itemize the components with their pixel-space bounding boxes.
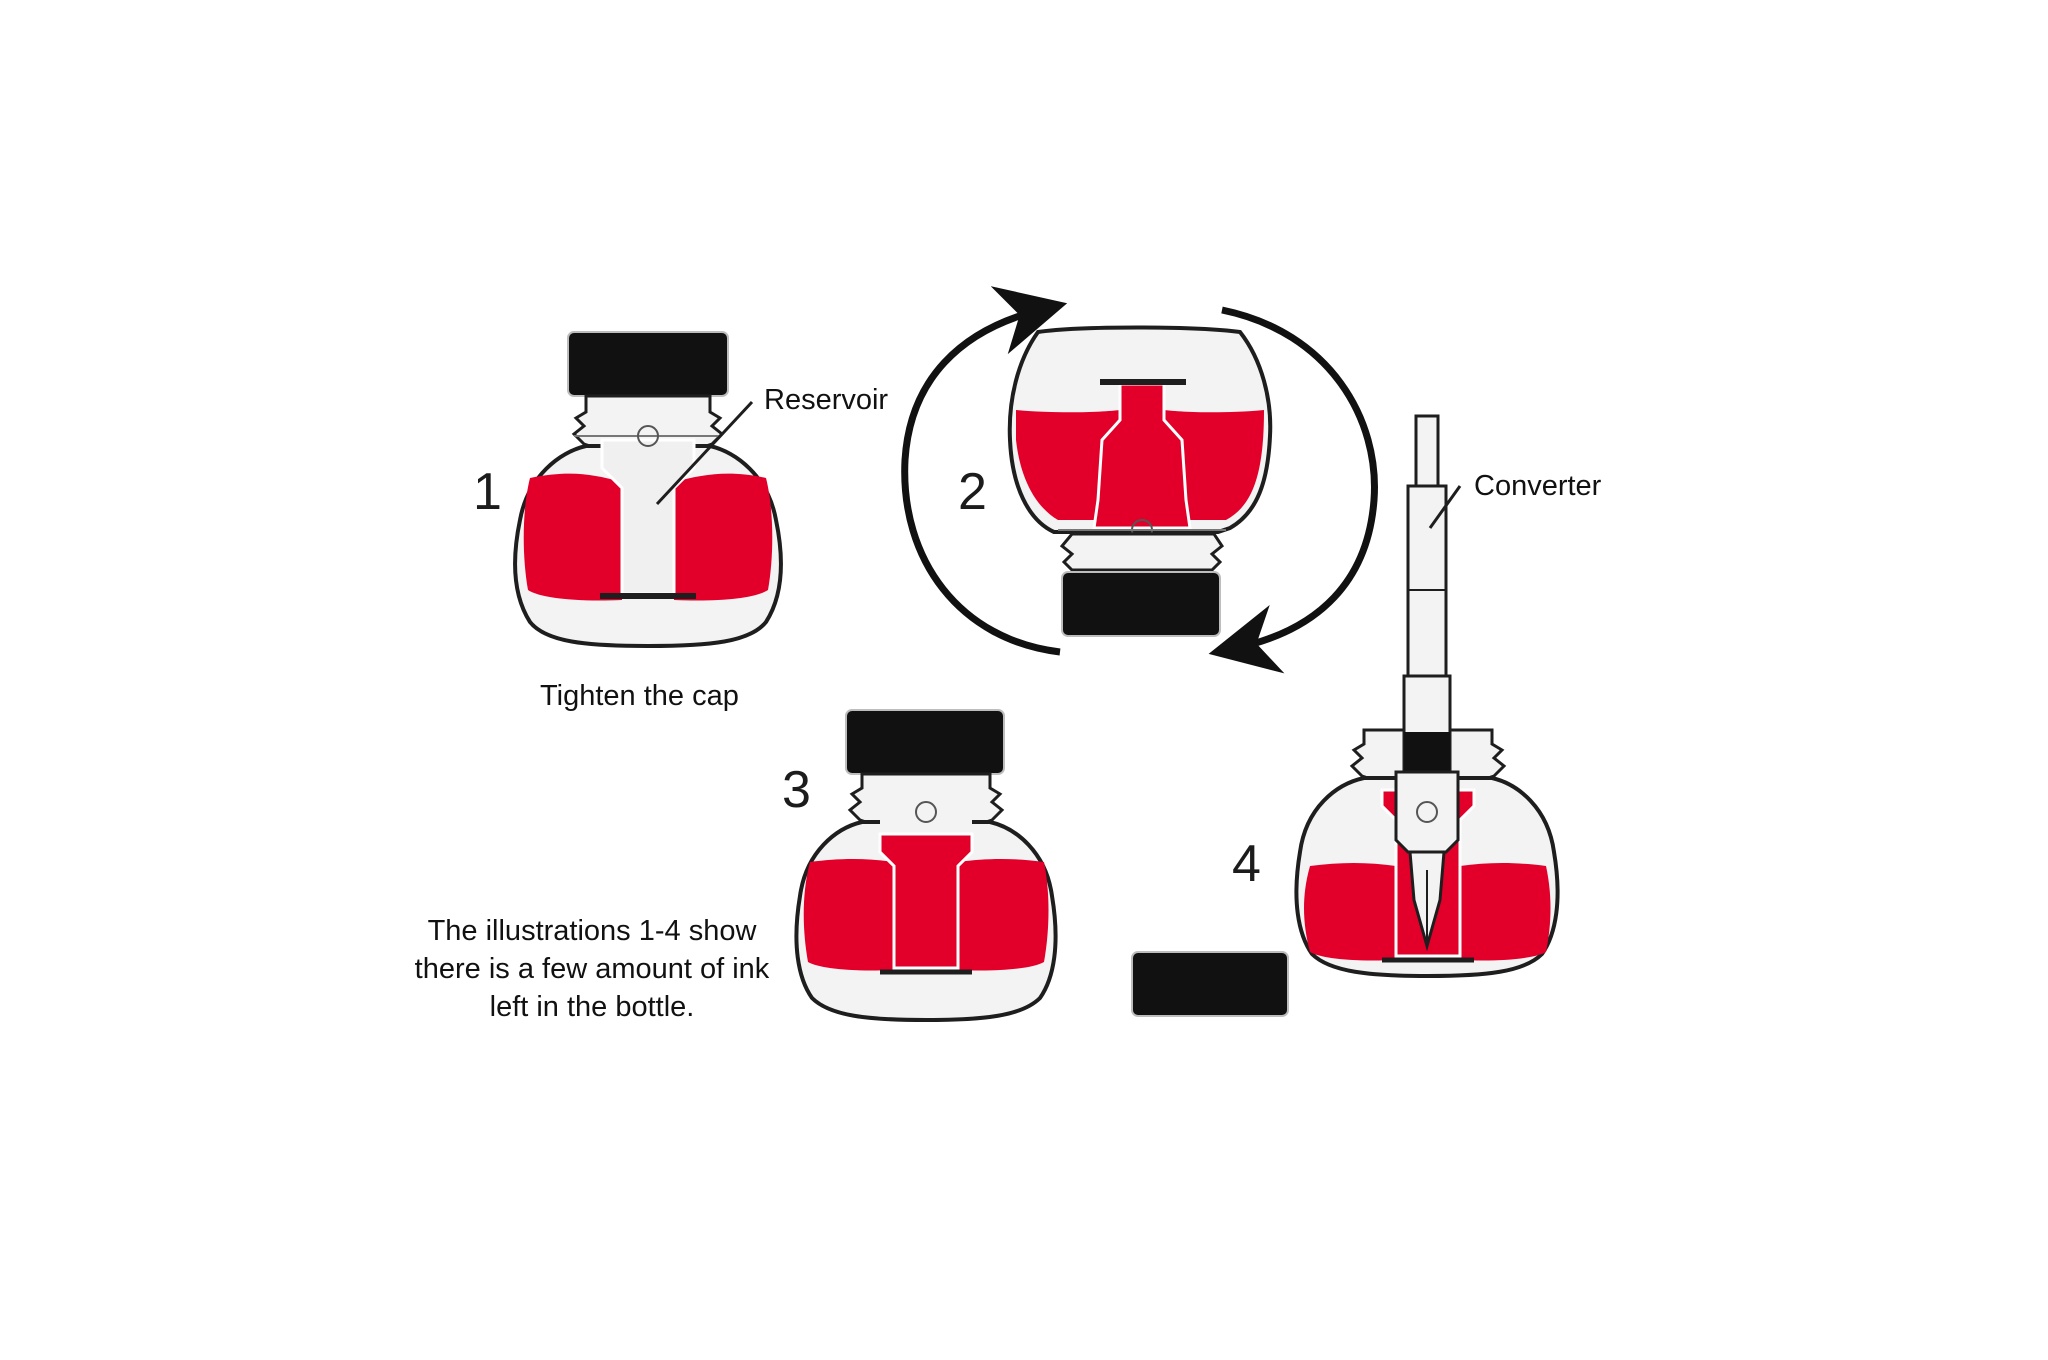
reservoir-label: Reservoir: [764, 384, 889, 416]
step-4-bottle: [1131, 414, 1560, 1017]
note-line-2: there is a few amount of ink: [414, 953, 770, 985]
step-1-bottle: [513, 331, 783, 649]
step-4-ink: [1304, 863, 1551, 961]
step-1-number: 1: [473, 463, 502, 521]
converter-barrel: [1406, 484, 1448, 678]
pen-thread-dark: [1404, 732, 1450, 772]
pen-section-hole: [1416, 801, 1438, 823]
converter-top: [1414, 414, 1440, 488]
step-2-reservoir-tube: [1092, 382, 1192, 530]
step-3-bottle: [794, 709, 1058, 1023]
step-3-hole: [915, 801, 937, 823]
step-1-hole: [637, 425, 659, 447]
step-2-number: 2: [958, 463, 987, 521]
note-line-3: left in the bottle.: [489, 991, 695, 1023]
note-text: The illustrations 1-4 show there is a fe…: [392, 912, 792, 1026]
converter-leader-line: [1428, 485, 1462, 529]
step-2-bottle: [1007, 325, 1273, 637]
step-2-cap: [1061, 571, 1221, 637]
step-3-ink: [803, 859, 1049, 971]
step-3-air-pocket: [880, 792, 972, 832]
step-3-number: 3: [782, 761, 811, 819]
converter-label: Converter: [1474, 470, 1602, 502]
step-1-cap: [567, 331, 729, 397]
step-3-reservoir-tube: [878, 832, 974, 970]
step-4-number: 4: [1232, 835, 1261, 893]
step-1-caption: Tighten the cap: [540, 680, 739, 712]
step-1-ink: [523, 473, 773, 601]
step-3-cap: [845, 709, 1005, 775]
reservoir-leader-line: [655, 400, 754, 506]
rotation-arrow-right: [1208, 306, 1378, 674]
step-2-neck: [1059, 532, 1225, 572]
step-4-removed-cap: [1131, 951, 1289, 1017]
note-line-1: The illustrations 1-4 show: [427, 915, 757, 947]
rotation-arrow-left: [901, 286, 1068, 656]
step-2-ink: [1016, 410, 1264, 520]
pen-section: [1394, 770, 1460, 854]
